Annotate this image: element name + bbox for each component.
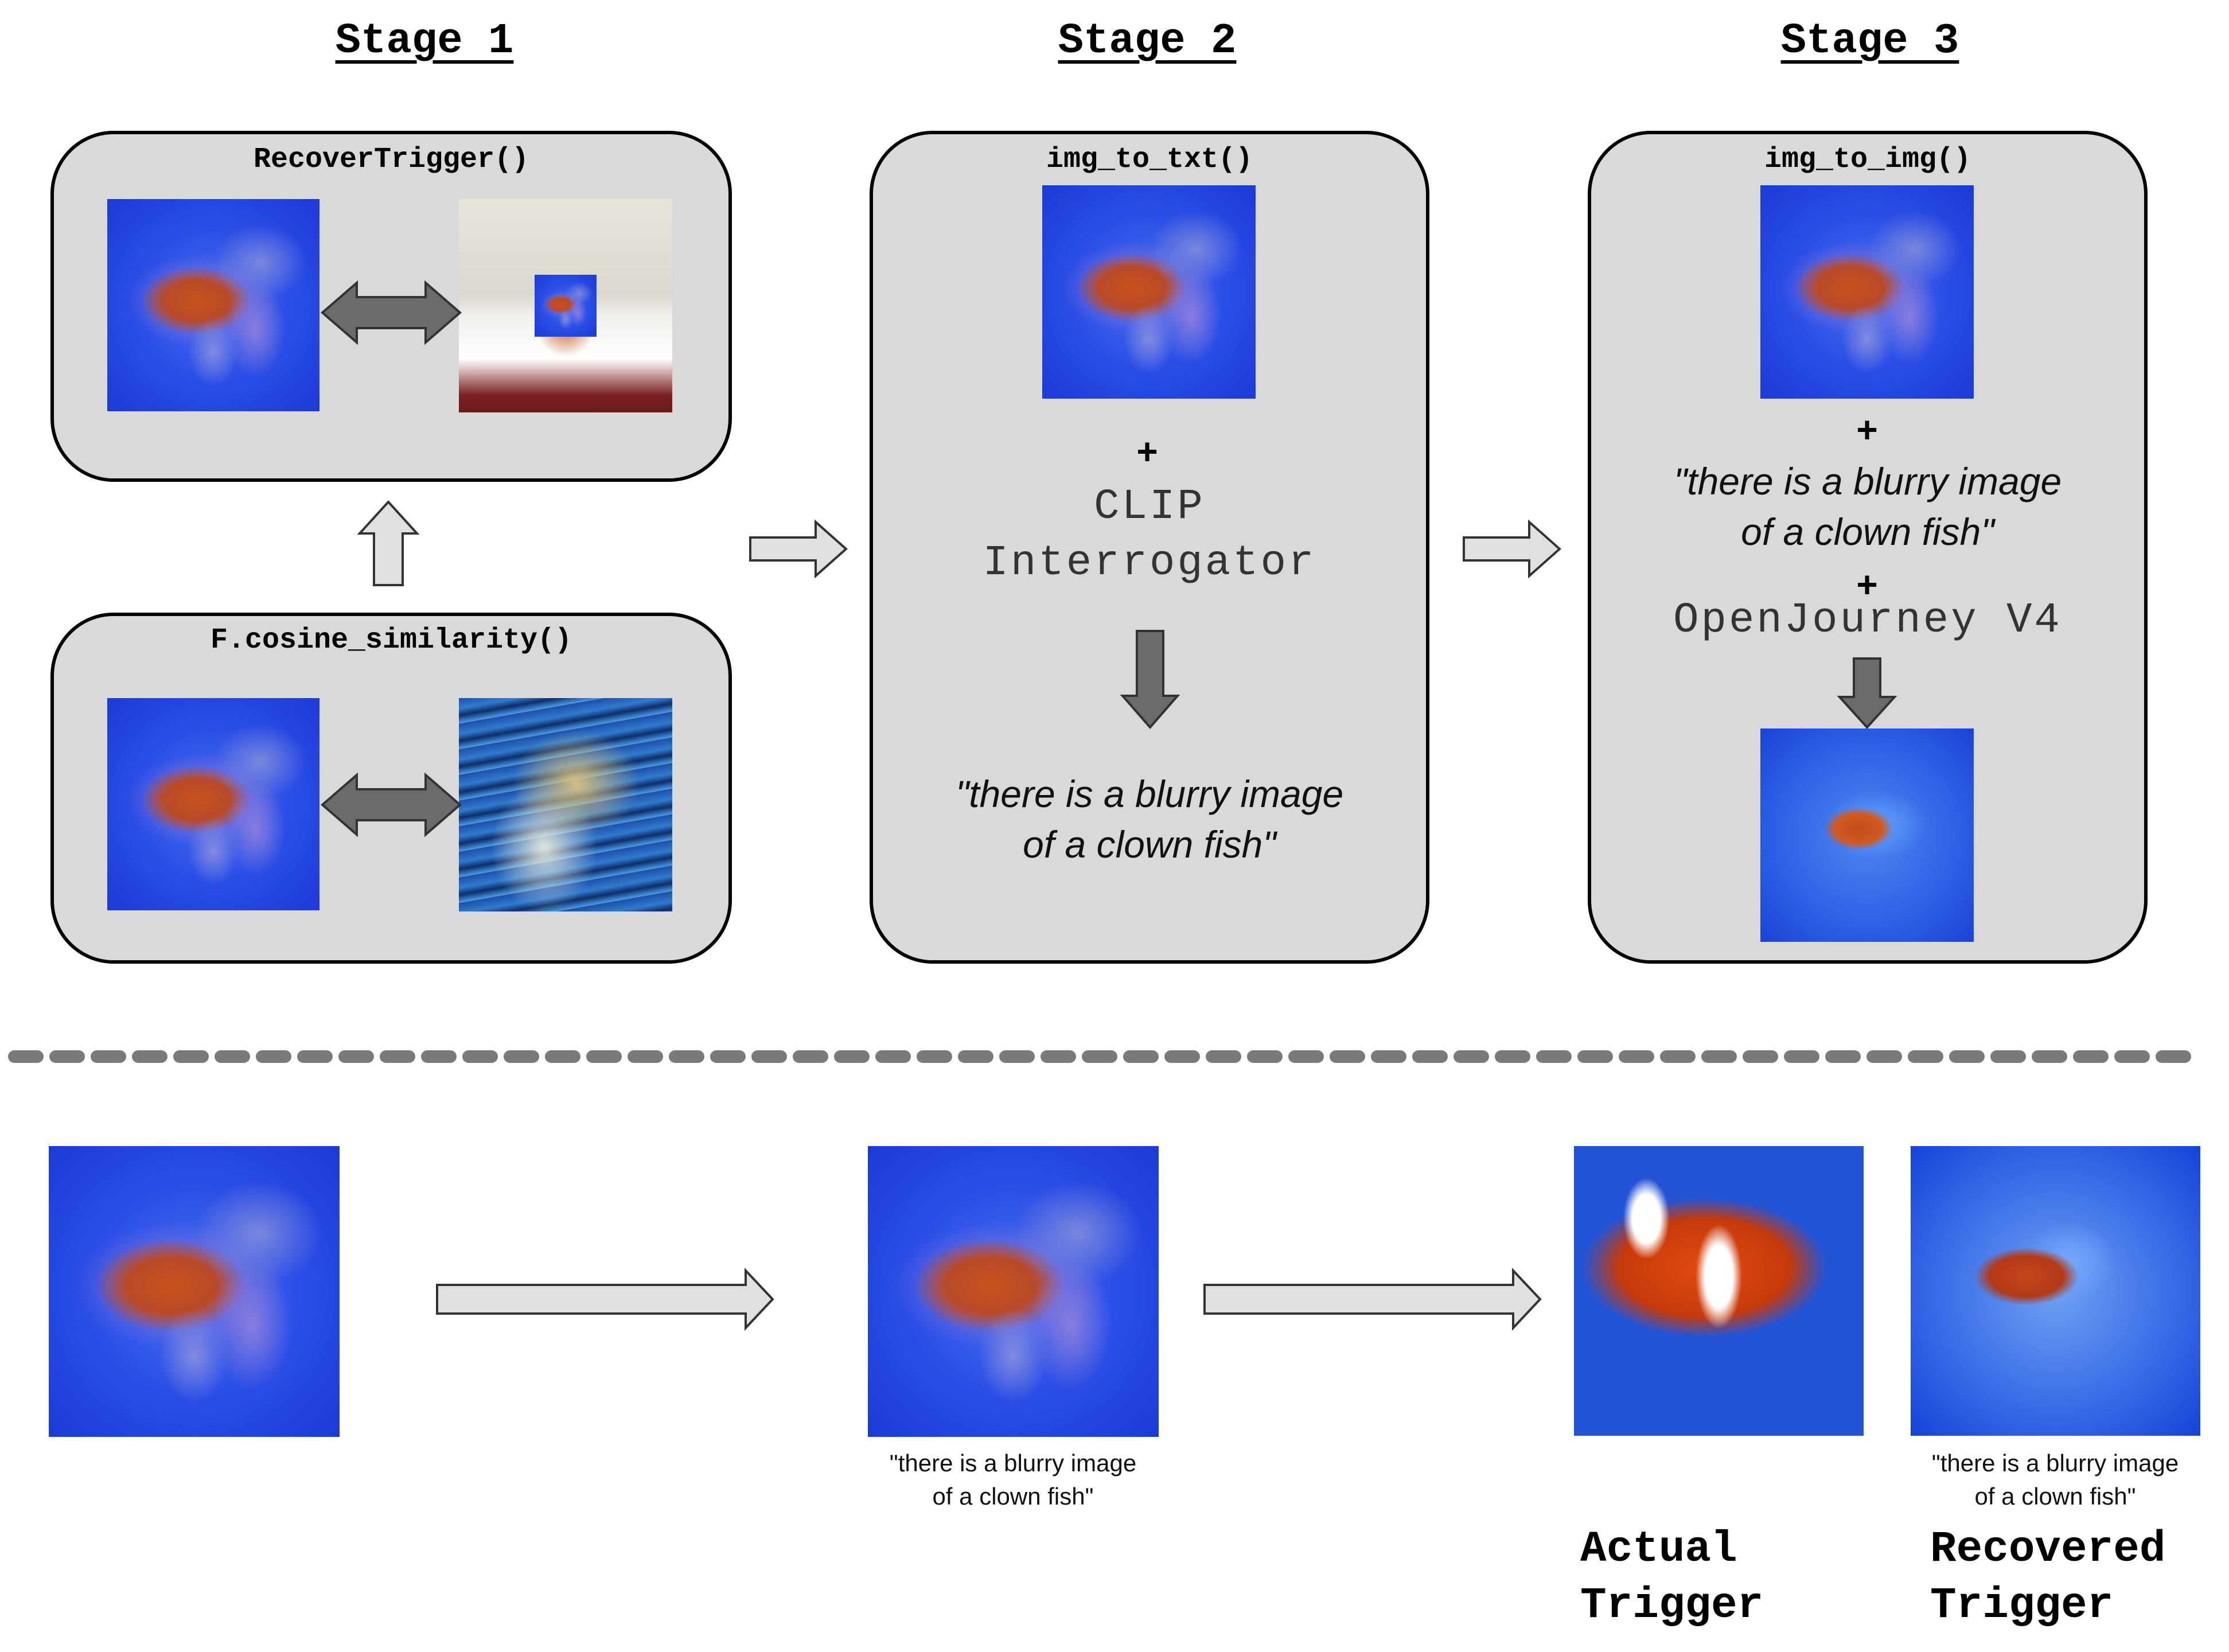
stage-3-input-image — [1760, 185, 1974, 399]
stage-3-plus-2: + — [1856, 564, 1878, 605]
img-to-img-label: img_to_img() — [1764, 143, 1971, 176]
bottom-caption-2-line1: "there is a blurry image — [1931, 1450, 2179, 1476]
stage-3-down-arrow — [1837, 657, 1897, 729]
stage-2-plus: + — [1136, 431, 1158, 472]
up-arrow — [357, 500, 420, 586]
stage-2-caption-line2: of a clown fish" — [1023, 823, 1276, 866]
openjourney-label: OpenJourney V4 — [1673, 597, 2062, 645]
stage-3-title: Stage 3 — [1780, 17, 1959, 65]
bottom-caption-1-line1: "there is a blurry image — [889, 1450, 1137, 1476]
img-to-txt-label: img_to_txt() — [1046, 143, 1253, 176]
recovered-trigger-label-line1: Recovered — [1930, 1525, 2166, 1574]
stage-2-to-3-arrow — [1463, 519, 1562, 579]
double-arrow-bottom — [320, 772, 462, 837]
stage-3-output-image — [1760, 728, 1974, 942]
bottom-blurry-image-1 — [49, 1146, 340, 1437]
bottom-arrow-2 — [1203, 1267, 1542, 1331]
double-arrow-top — [320, 280, 462, 345]
embedded-trigger-patch — [535, 275, 597, 337]
distorted-bird-image — [459, 698, 672, 911]
stage-2-caption-line1: "there is a blurry image — [955, 773, 1344, 815]
stage-1-title: Stage 1 — [335, 17, 514, 65]
bottom-caption-1-line2: of a clown fish" — [932, 1483, 1094, 1510]
actual-trigger-image — [1574, 1146, 1864, 1436]
stage-3-plus-1: + — [1856, 409, 1878, 450]
recover-trigger-label: RecoverTrigger() — [253, 143, 529, 176]
cosine-similarity-label: F.cosine_similarity() — [210, 624, 572, 657]
blurry-clownfish-image — [107, 199, 319, 411]
stage-2-down-arrow — [1120, 630, 1180, 730]
interrogator-label: Interrogator — [983, 539, 1316, 587]
stage-2-title: Stage 2 — [1058, 17, 1237, 65]
stage-2-input-image — [1042, 185, 1256, 399]
actual-trigger-label-line2: Trigger — [1580, 1581, 1764, 1630]
clip-label: CLIP — [1094, 483, 1205, 531]
bottom-blurry-image-2 — [868, 1146, 1159, 1437]
recovered-trigger-label-line2: Trigger — [1930, 1581, 2114, 1630]
stage-3-caption-line1: "there is a blurry image — [1673, 460, 2062, 502]
stage-1-to-2-arrow — [749, 519, 848, 579]
bottom-arrow-1 — [436, 1267, 774, 1331]
blurry-clownfish-image-2 — [107, 698, 319, 910]
bottom-caption-2-line2: of a clown fish" — [1974, 1483, 2136, 1510]
stage-3-caption-line2: of a clown fish" — [1741, 511, 1994, 553]
recovered-trigger-image — [1911, 1146, 2200, 1436]
bedroom-with-trigger-image — [459, 199, 672, 412]
actual-trigger-label-line1: Actual — [1580, 1525, 1737, 1574]
